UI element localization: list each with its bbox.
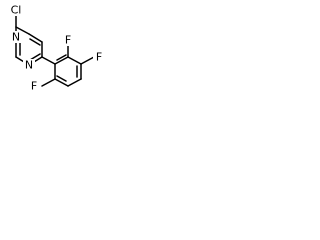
bond-pyrimidine-6b xyxy=(29,38,41,46)
f-top-label-bg xyxy=(62,34,74,46)
cl-label-bg xyxy=(9,4,24,16)
bond-phenyl-1b xyxy=(56,54,67,61)
molecule-canvas: Cl N N F F F xyxy=(0,0,114,103)
bond-c-f-right xyxy=(80,56,95,65)
nitrogen-label-top: N xyxy=(12,31,20,44)
bond-pyrimidine-6 xyxy=(28,33,43,43)
n-bottom-label-bg xyxy=(23,59,35,71)
fluorine-label-bottom: F xyxy=(31,80,37,93)
bond-phenyl-1 xyxy=(54,56,69,65)
nitrogen-label-bottom: N xyxy=(25,59,33,72)
chlorine-label: Cl xyxy=(11,4,22,17)
bond-biaryl xyxy=(41,56,56,65)
bonds xyxy=(15,11,95,87)
f-bottom-label-bg xyxy=(28,80,40,92)
fluorine-label-right: F xyxy=(96,51,102,64)
n-top-label-bg xyxy=(10,31,22,43)
bond-phenyl-5 xyxy=(54,78,69,87)
bond-phenyl-2 xyxy=(67,56,82,65)
bond-pyrimidine-7 xyxy=(15,26,30,35)
structure-drawing: Cl N N F F F xyxy=(9,4,105,93)
bond-c-f-bottom xyxy=(41,78,56,87)
fluorine-label-top: F xyxy=(65,34,71,47)
f-right-label-bg xyxy=(93,51,105,63)
atom-labels: Cl N N F F F xyxy=(9,4,105,93)
bond-phenyl-4 xyxy=(67,78,82,87)
bond-phenyl-5b xyxy=(56,75,67,82)
